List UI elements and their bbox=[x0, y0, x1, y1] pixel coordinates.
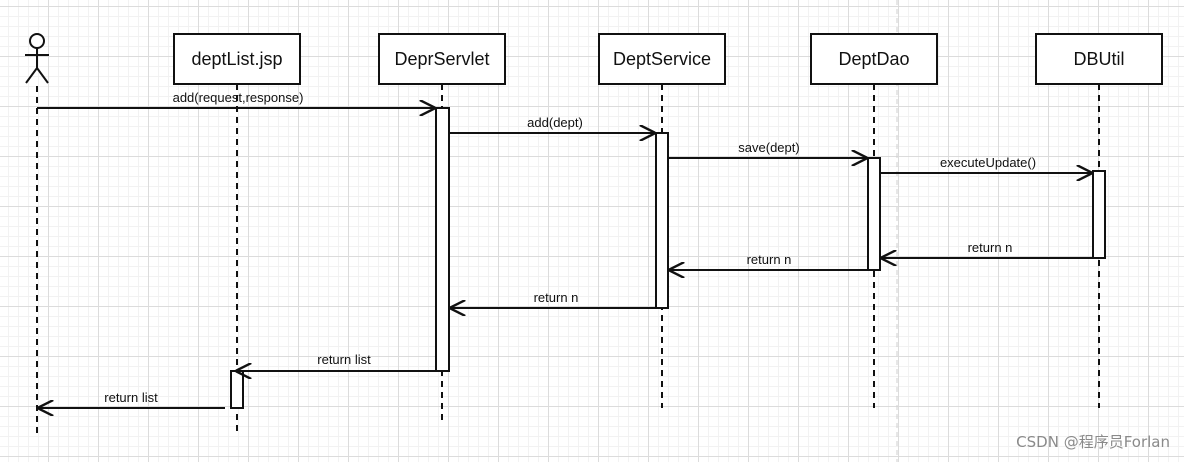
message-label: return n bbox=[534, 290, 579, 305]
message-label: add(dept) bbox=[527, 115, 583, 130]
activations bbox=[230, 107, 1106, 409]
message-label: return list bbox=[317, 352, 371, 367]
participant-label: DeptService bbox=[613, 49, 711, 69]
message-label: add(request,response) bbox=[173, 90, 304, 105]
message-label: return n bbox=[968, 240, 1013, 255]
lifelines bbox=[36, 84, 1100, 435]
participant-label: DBUtil bbox=[1073, 49, 1124, 69]
participant-servlet: DeprServlet bbox=[378, 33, 506, 85]
activation-dbutil bbox=[1092, 170, 1106, 259]
message-label: executeUpdate() bbox=[940, 155, 1036, 170]
participant-label: DeptDao bbox=[838, 49, 909, 69]
participant-dbutil: DBUtil bbox=[1035, 33, 1163, 85]
message-label: return list bbox=[104, 390, 158, 405]
message-labels: add(request,response) add(dept) save(dep… bbox=[104, 90, 1036, 405]
activation-servlet bbox=[435, 107, 450, 372]
message-label: save(dept) bbox=[738, 140, 799, 155]
activation-dao bbox=[867, 157, 881, 271]
participant-label: DeprServlet bbox=[394, 49, 489, 69]
participant-service: DeptService bbox=[598, 33, 726, 85]
participant-deptlist: deptList.jsp bbox=[173, 33, 301, 85]
activation-service bbox=[655, 132, 669, 309]
message-label: return n bbox=[747, 252, 792, 267]
watermark: CSDN @程序员Forlan bbox=[1016, 433, 1170, 451]
actor-icon bbox=[25, 33, 49, 84]
messages bbox=[37, 108, 1093, 408]
participant-dao: DeptDao bbox=[810, 33, 938, 85]
participant-label: deptList.jsp bbox=[191, 49, 282, 69]
activation-deptlist bbox=[230, 370, 244, 409]
